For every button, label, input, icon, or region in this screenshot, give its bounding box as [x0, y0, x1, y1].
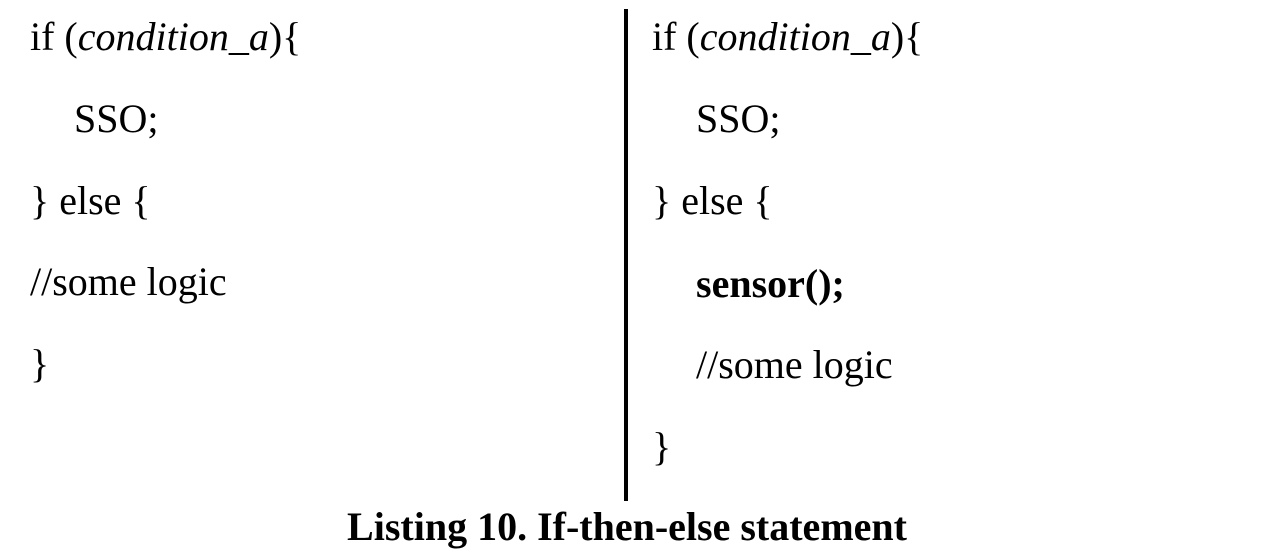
right-code-line-sso: SSO;	[696, 96, 781, 141]
listing-caption: Listing 10. If-then-else statement	[347, 504, 907, 549]
right-code-line-sensor: sensor();	[696, 261, 845, 306]
left-code-line-close: }	[30, 341, 50, 386]
condition-text: condition_a	[699, 14, 891, 59]
left-code-line-if: if (condition_a){	[30, 14, 301, 60]
condition-text: condition_a	[77, 14, 269, 59]
left-code-line-comment: //some logic	[30, 259, 227, 304]
right-code-line-comment: //some logic	[696, 342, 893, 387]
left-code-line-sso: SSO;	[74, 96, 159, 141]
right-code-line-if: if (condition_a){	[652, 14, 923, 60]
if-keyword: if (	[652, 14, 700, 59]
left-code-line-else: } else {	[30, 178, 151, 223]
right-code-line-else: } else {	[652, 178, 773, 223]
if-brace: ){	[890, 14, 924, 59]
if-brace: ){	[268, 14, 302, 59]
right-code-line-close: }	[652, 424, 672, 469]
if-keyword: if (	[30, 14, 78, 59]
column-divider	[624, 9, 628, 501]
